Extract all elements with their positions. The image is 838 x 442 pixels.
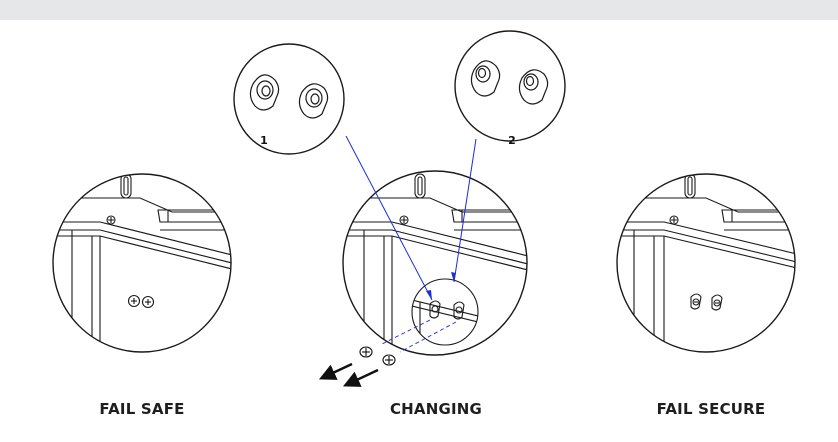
callout-label-2: 2 — [508, 134, 516, 147]
callout-position-1: 1 — [233, 43, 345, 155]
removed-screw-1 — [359, 346, 373, 358]
removal-arrow-2 — [342, 368, 379, 387]
top-bar — [0, 0, 838, 20]
caption-fail-secure: FAIL SECURE — [656, 400, 766, 418]
fail-secure-detail — [616, 173, 796, 353]
caption-fail-safe: FAIL SAFE — [99, 400, 185, 418]
leader-line-1 — [345, 135, 433, 301]
removal-arrow-1 — [318, 362, 353, 380]
callout-label-1: 1 — [260, 134, 268, 147]
callout-position-2: 2 — [454, 30, 566, 147]
leader-line-2 — [453, 138, 477, 283]
caption-changing: CHANGING — [389, 400, 483, 418]
removed-screw-2 — [382, 354, 396, 366]
fail-safe-detail — [52, 173, 232, 353]
changing-detail — [318, 170, 528, 387]
